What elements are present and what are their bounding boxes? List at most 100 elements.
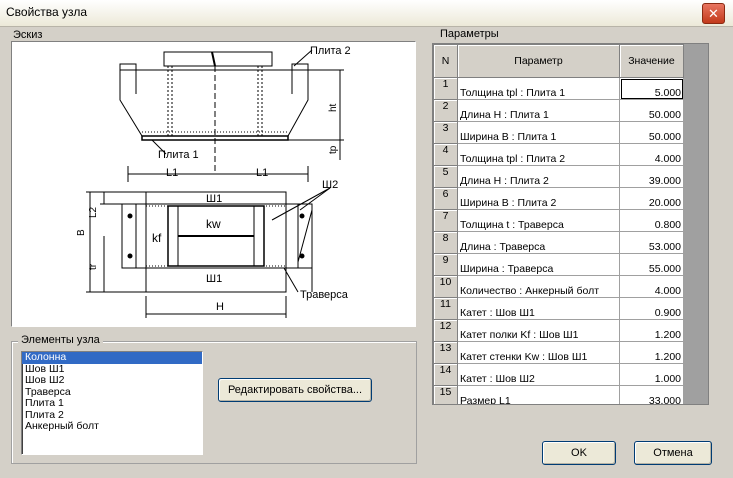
elements-listbox[interactable]: Колонна Шов Ш1 Шов Ш2 Траверса Плита 1 П…	[21, 351, 203, 455]
cancel-button[interactable]: Отмена	[634, 441, 712, 465]
value-cell[interactable]: 1.200	[619, 319, 684, 342]
label-plate1: Плита 1	[158, 149, 199, 161]
param-cell[interactable]: Длина : Траверса	[457, 231, 620, 254]
list-item-anchor-bolt[interactable]: Анкерный болт	[25, 420, 99, 432]
label-tr: tr	[88, 263, 99, 270]
value-cell[interactable]: 20.000	[619, 187, 684, 210]
label-ht: ht	[328, 103, 339, 112]
value-cell[interactable]: 1.000	[619, 363, 684, 386]
label-kw: kw	[206, 217, 221, 231]
elements-group	[11, 341, 417, 464]
value-cell[interactable]: 4.000	[619, 143, 684, 166]
label-sh1-bottom: Ш1	[206, 273, 222, 285]
value-cell[interactable]: 0.800	[619, 209, 684, 232]
row-number: 4	[433, 143, 458, 166]
label-b: B	[76, 229, 87, 236]
value-cell[interactable]: 50.000	[619, 121, 684, 144]
param-cell[interactable]: Катет полки Kf : Шов Ш1	[457, 319, 620, 342]
param-cell[interactable]: Длина H : Плита 2	[457, 165, 620, 188]
list-item-weld-sh2[interactable]: Шов Ш2	[25, 374, 65, 386]
list-item-column[interactable]: Колонна	[22, 351, 202, 364]
list-item-weld-sh1[interactable]: Шов Ш1	[25, 362, 65, 375]
param-cell[interactable]: Толщина t : Траверса	[457, 209, 620, 232]
row-number: 6	[433, 187, 458, 210]
column-header-param[interactable]: Параметр	[457, 44, 620, 78]
close-icon: ✕	[708, 6, 719, 21]
window-title: Свойства узла	[6, 5, 88, 19]
params-label: Параметры	[440, 28, 499, 40]
row-number: 3	[433, 121, 458, 144]
param-cell[interactable]: Толщина tpl : Плита 2	[457, 143, 620, 166]
param-cell[interactable]: Ширина B : Плита 2	[457, 187, 620, 210]
edit-properties-button[interactable]: Редактировать свойства...	[218, 378, 372, 402]
value-cell[interactable]: 53.000	[619, 231, 684, 254]
row-number: 8	[433, 231, 458, 254]
ok-button[interactable]: OK	[542, 441, 616, 465]
list-item-plate1[interactable]: Плита 1	[25, 397, 64, 409]
label-sh1-top: Ш1	[206, 193, 222, 205]
list-item-traverse[interactable]: Траверса	[25, 385, 71, 398]
param-cell[interactable]: Ширина B : Плита 1	[457, 121, 620, 144]
param-cell[interactable]: Толщина tpl : Плита 1	[457, 77, 620, 100]
param-cell[interactable]: Катет стенки Kw : Шов Ш1	[457, 341, 620, 364]
row-number: 12	[433, 319, 458, 342]
sketch-panel: Плита 2 Плита 1 ht tp L1 L1 Ш1 Ш2 kw kf …	[11, 41, 416, 327]
row-number: 10	[433, 275, 458, 298]
row-number: 2	[433, 99, 458, 122]
list-item-plate2[interactable]: Плита 2	[25, 408, 64, 421]
param-cell[interactable]: Катет : Шов Ш2	[457, 363, 620, 386]
value-cell[interactable]: 55.000	[619, 253, 684, 276]
value-cell[interactable]: 4.000	[619, 275, 684, 298]
label-plate2: Плита 2	[310, 45, 351, 57]
label-kf: kf	[152, 231, 162, 245]
param-cell[interactable]: Размер L1	[457, 385, 620, 404]
sketch-drawing: Плита 2 Плита 1 ht tp L1 L1 Ш1 Ш2 kw kf …	[76, 45, 351, 318]
label-tp: tp	[328, 145, 339, 154]
elements-label: Элементы узла	[18, 334, 103, 346]
row-number: 15	[433, 385, 458, 404]
row-number: 14	[433, 363, 458, 386]
sketch-label: Эскиз	[13, 29, 43, 41]
row-number: 9	[433, 253, 458, 276]
row-number: 7	[433, 209, 458, 232]
column-header-n[interactable]: N	[433, 44, 458, 78]
label-l1-left: L1	[166, 167, 178, 179]
label-l2: L2	[88, 206, 99, 218]
row-number: 1	[433, 77, 458, 100]
close-button[interactable]: ✕	[702, 3, 725, 24]
value-cell[interactable]: 0.900	[619, 297, 684, 320]
label-sh2: Ш2	[322, 179, 338, 191]
value-cell[interactable]: 39.000	[619, 165, 684, 188]
title-bar: Свойства узла ✕	[0, 0, 733, 27]
value-cell[interactable]: 50.000	[619, 99, 684, 122]
label-h: H	[216, 301, 224, 313]
label-l1-right: L1	[256, 167, 268, 179]
row-number: 11	[433, 297, 458, 320]
row-number: 13	[433, 341, 458, 364]
param-cell[interactable]: Длина H : Плита 1	[457, 99, 620, 122]
param-cell[interactable]: Ширина : Траверса	[457, 253, 620, 276]
column-header-value[interactable]: Значение	[619, 44, 684, 78]
value-cell[interactable]: 1.200	[619, 341, 684, 364]
param-cell[interactable]: Катет : Шов Ш1	[457, 297, 620, 320]
label-traversa: Траверса	[300, 289, 349, 301]
value-cell[interactable]: 5.000	[619, 77, 684, 100]
param-cell[interactable]: Количество : Анкерный болт	[457, 275, 620, 298]
value-cell[interactable]: 33.000	[619, 385, 684, 404]
